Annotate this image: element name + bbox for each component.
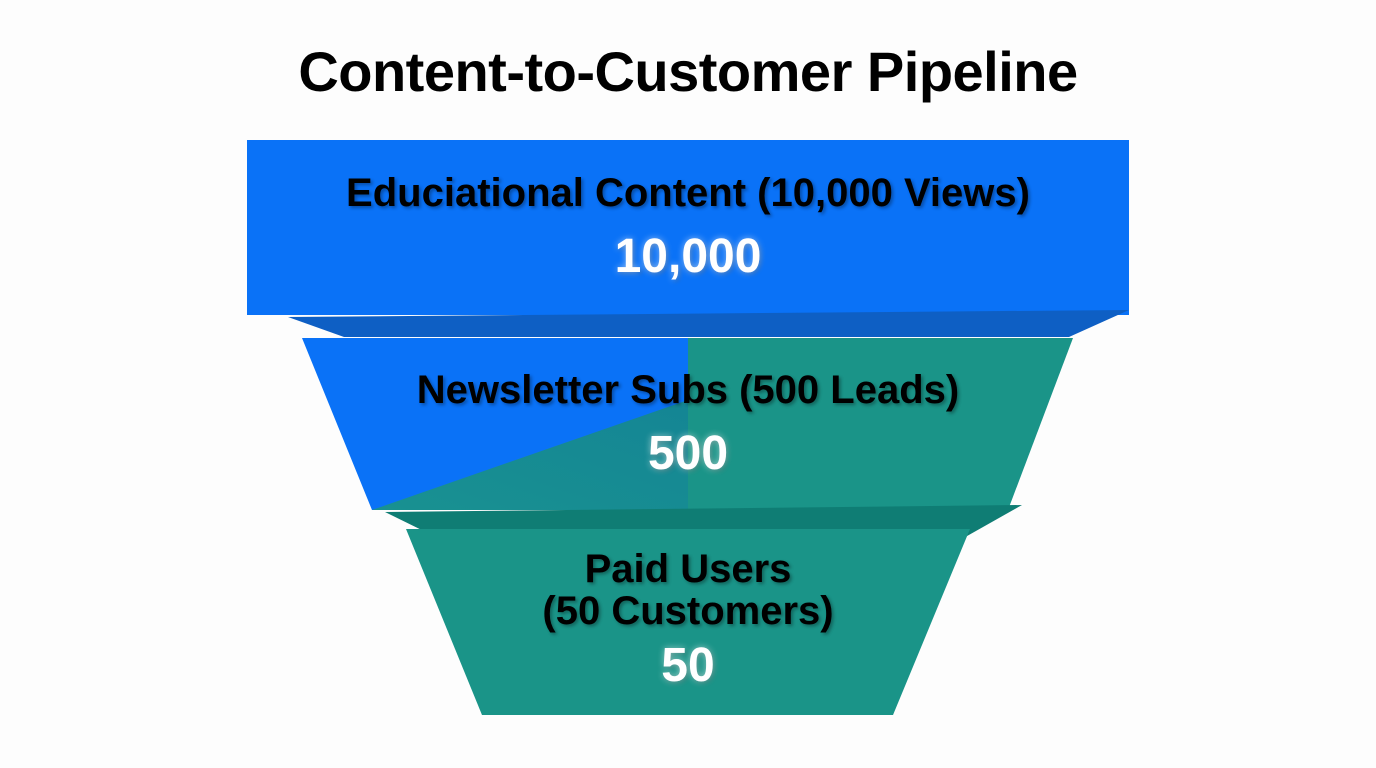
funnel-stage-2-shape-right[interactable] xyxy=(688,338,1073,510)
page-title: Content-to-Customer Pipeline xyxy=(298,40,1078,103)
funnel-connector-1 xyxy=(288,310,1129,337)
funnel-stage-1-shape[interactable] xyxy=(247,140,1129,315)
funnel-stage-3-shape[interactable] xyxy=(406,529,970,715)
funnel-stage-2-blend-wedge xyxy=(372,400,688,510)
